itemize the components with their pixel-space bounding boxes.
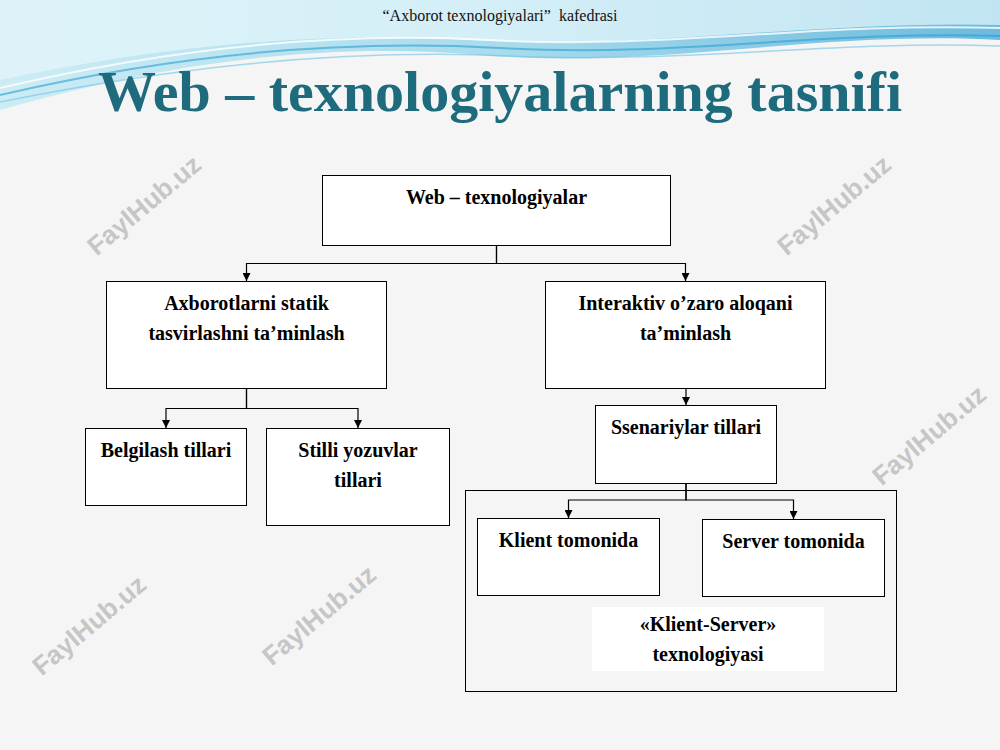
process-box: Axborotlarni statik tasvirlashni ta’minl… <box>106 281 387 389</box>
process-box: Belgilash tillari <box>85 428 247 506</box>
slide-title: Web – texnologiyalarning tasnifi <box>0 58 1000 125</box>
department-header: “Axborot texnologiyalari” kafedrasi <box>0 7 1000 25</box>
tree-connector <box>166 389 247 428</box>
process-box: Klient tomonida <box>477 518 660 596</box>
box-label: Klient tomonida <box>478 519 659 555</box>
watermark: FaylHub.uz <box>256 559 382 672</box>
box-label: Web – texnologiyalar <box>323 176 670 212</box>
process-box: Stilli yozuvlar tillari <box>266 428 450 526</box>
watermark: FaylHub.uz <box>771 149 897 262</box>
box-label: Server tomonida <box>703 520 884 556</box>
watermark: FaylHub.uz <box>866 379 992 492</box>
box-label: Belgilash tillari <box>86 429 246 465</box>
box-label: Axborotlarni statik tasvirlashni ta’minl… <box>107 282 386 348</box>
box-label: Stilli yozuvlar tillari <box>267 429 449 495</box>
process-box: Web – texnologiyalar <box>322 175 671 246</box>
process-box: Interaktiv o’zaro aloqani ta’minlash <box>545 281 826 389</box>
tree-connector <box>247 246 497 281</box>
tree-connector <box>685 389 686 405</box>
watermark: FaylHub.uz <box>26 569 152 682</box>
box-label: Interaktiv o’zaro aloqani ta’minlash <box>546 282 825 348</box>
tree-connector <box>497 246 686 281</box>
tree-connector <box>247 389 359 428</box>
group-label: «Klient-Server» texnologiyasi <box>592 607 824 671</box>
watermark: FaylHub.uz <box>81 149 207 262</box>
box-label: Ssenariylar tillari <box>596 406 776 442</box>
process-box: Server tomonida <box>702 519 885 597</box>
group-box: «Klient-Server» texnologiyasi Klient tomo… <box>465 490 897 692</box>
process-box: Ssenariylar tillari <box>595 405 777 484</box>
